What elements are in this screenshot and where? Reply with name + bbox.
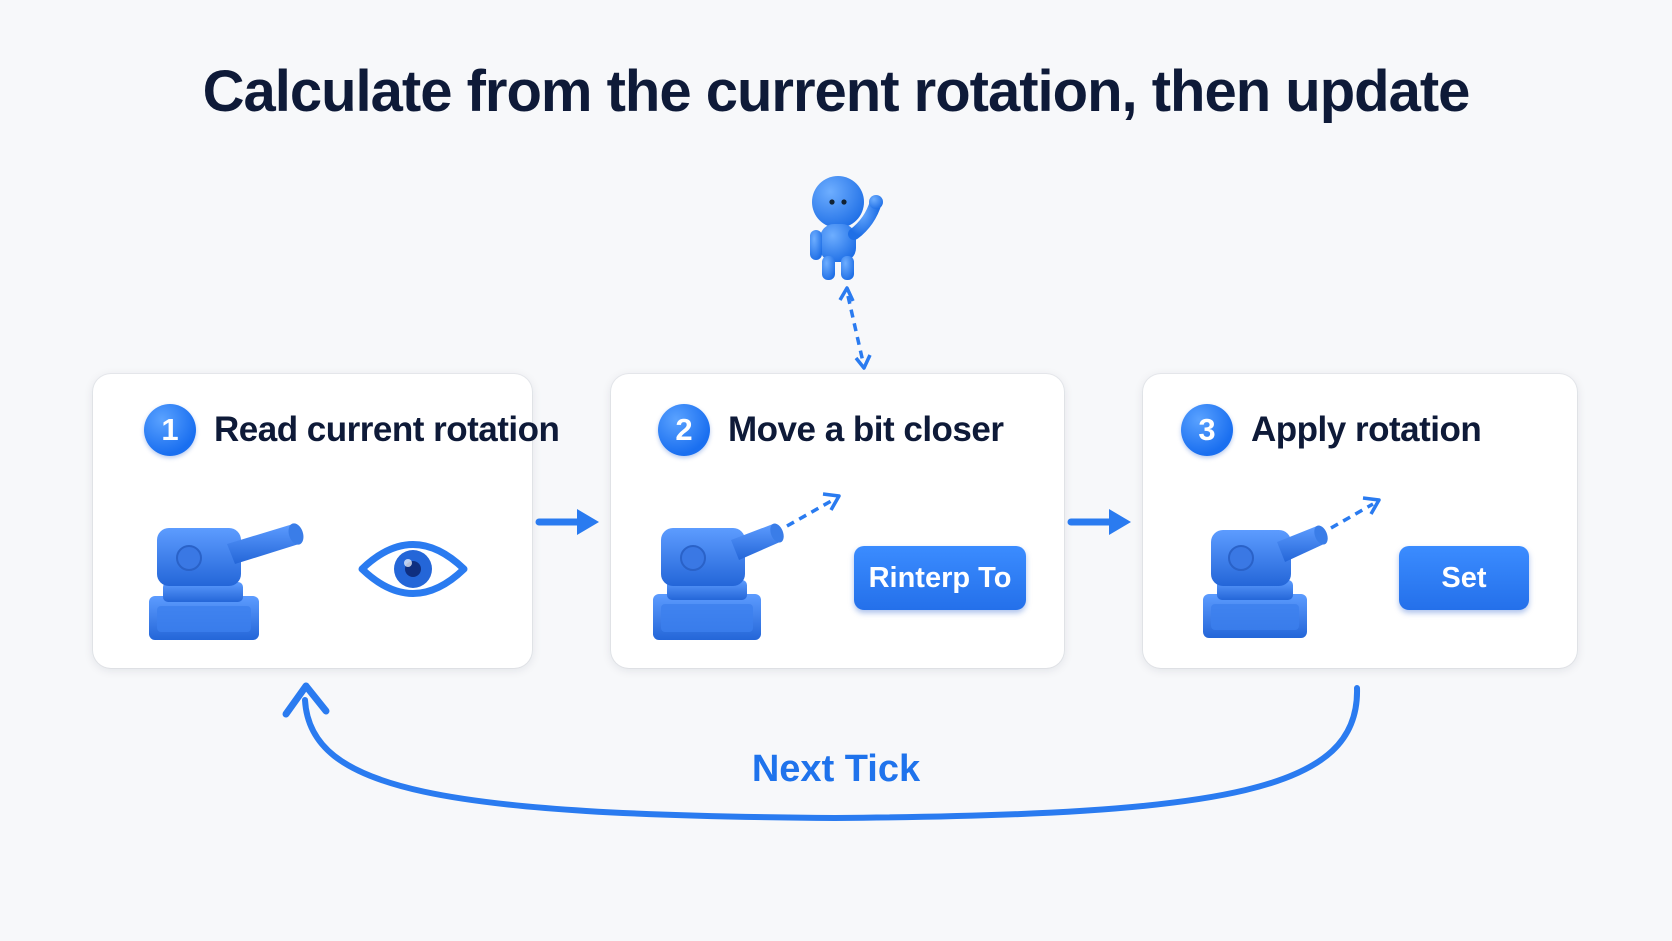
page-title: Calculate from the current rotation, the… (202, 59, 1471, 124)
step-card-3: 3 Apply rotation Set (1143, 374, 1577, 668)
turret-icon (149, 523, 304, 640)
set-button[interactable]: Set (1399, 546, 1529, 610)
rinterp-to-button[interactable]: Rinterp To (854, 546, 1026, 610)
arrow-right-icon (535, 509, 599, 535)
step-label: Apply rotation (1251, 410, 1482, 449)
step-number-badge: 3 (1181, 404, 1233, 456)
turret-icon (653, 492, 841, 640)
step-number-badge: 1 (144, 404, 196, 456)
eye-icon (358, 541, 468, 597)
character-icon (810, 176, 883, 370)
step-card-2: 2 Move a bit closer Rinterp To (611, 374, 1064, 668)
loop-label: Next Tick (751, 748, 921, 790)
step-number-badge: 2 (658, 404, 710, 456)
turret-icon (1203, 496, 1381, 638)
arrow-right-icon (1067, 509, 1131, 535)
step-label: Read current rotation (214, 410, 560, 449)
step-label: Move a bit closer (728, 410, 1004, 449)
step-card-1: 1 Read current rotation (93, 374, 560, 668)
